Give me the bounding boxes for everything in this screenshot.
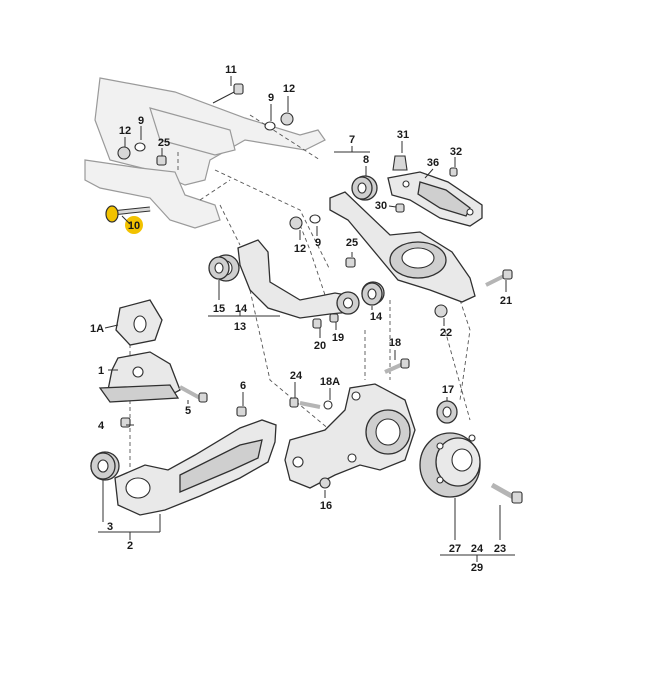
nut-22: [434, 304, 448, 318]
mounting-bracket: [387, 171, 483, 227]
label-21: 21: [500, 295, 512, 307]
label-14a: 14: [235, 303, 248, 315]
label-36: 36: [427, 157, 439, 169]
label-9b: 9: [138, 115, 144, 127]
bolt-19-20: [312, 313, 339, 329]
bushings: [90, 112, 458, 480]
label-24b: 24: [471, 543, 484, 555]
washer-18A: [323, 400, 333, 410]
label-31: 31: [397, 129, 409, 141]
label-12a: 12: [283, 83, 295, 95]
label-32: 32: [450, 146, 462, 158]
label-12b: 12: [119, 125, 131, 137]
label-25a: 25: [158, 137, 170, 149]
bushing-17: [436, 400, 458, 424]
label-25b: 25: [346, 237, 358, 249]
trailing-arm: [90, 419, 277, 516]
bolt-4: [120, 417, 131, 428]
label-11: 11: [225, 64, 237, 76]
bolt-5: [179, 385, 208, 403]
subframe: [84, 77, 326, 229]
label-1A: 1A: [90, 323, 104, 335]
label-12c: 12: [294, 243, 306, 255]
bolt-11: [212, 83, 244, 104]
label-6: 6: [240, 380, 246, 392]
bolt-30: [395, 203, 405, 213]
bolt-21: [485, 269, 513, 287]
label-9a: 9: [268, 92, 274, 104]
label-4: 4: [98, 420, 105, 432]
label-22: 22: [440, 327, 452, 339]
bolt-25-lower: [345, 257, 356, 268]
nut-12-upper: [117, 112, 303, 230]
label-17: 17: [442, 384, 454, 396]
label-24a: 24: [290, 370, 303, 382]
bolt-18: [384, 358, 410, 374]
label-18A: 18A: [320, 376, 340, 388]
label-20: 20: [314, 340, 326, 352]
label-15: 15: [213, 303, 225, 315]
label-8: 8: [363, 154, 369, 166]
leader-lines: [98, 76, 515, 562]
bolt-6: [236, 406, 247, 417]
bolt-24-upper: [289, 397, 321, 409]
label-2: 2: [127, 540, 133, 552]
wheel-carrier: [284, 383, 416, 489]
label-5: 5: [185, 405, 191, 417]
label-16: 16: [320, 500, 332, 512]
highlighted-bolt-10[interactable]: [105, 205, 151, 234]
bushing-15: [208, 256, 230, 280]
trailing-arm-mount: [98, 299, 181, 403]
label-23: 23: [494, 543, 506, 555]
label-14b: 14: [370, 311, 383, 323]
bolt-16: [319, 477, 331, 489]
label-30: 30: [375, 200, 387, 212]
part-labels: 11 9 12 12 9 25 7 8 31 36 32 30 10 12 9 …: [90, 64, 512, 574]
label-9c: 9: [315, 237, 321, 249]
label-13: 13: [234, 321, 246, 333]
bolt-32: [449, 167, 458, 177]
label-19: 19: [332, 332, 344, 344]
label-7: 7: [349, 134, 355, 146]
bolt-25-upper: [156, 155, 167, 166]
wheel-hub: [419, 432, 481, 498]
label-1: 1: [98, 365, 104, 377]
label-10: 10: [128, 220, 140, 232]
label-29: 29: [471, 562, 483, 574]
label-27: 27: [449, 543, 461, 555]
bushing-14: [361, 282, 383, 306]
bushing-3: [90, 452, 116, 480]
bolt-23: [490, 482, 523, 504]
label-3: 3: [107, 521, 113, 533]
bushing-8: [351, 176, 373, 200]
bolts: [120, 83, 523, 504]
washer-9: [134, 121, 321, 224]
label-18: 18: [389, 337, 401, 349]
nut-31: [392, 155, 408, 171]
